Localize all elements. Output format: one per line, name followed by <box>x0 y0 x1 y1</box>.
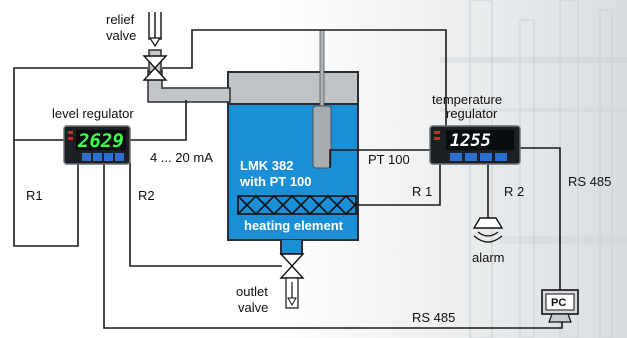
label-rs485-bottom: RS 485 <box>412 310 455 325</box>
wire-rs485-right <box>520 147 561 290</box>
pc-monitor-icon <box>541 289 579 323</box>
wire-pt100 <box>329 149 430 168</box>
level-display-value: 2629 <box>77 130 124 152</box>
wire-4-20 <box>128 100 187 141</box>
label-pc: PC <box>551 297 566 309</box>
label-r1-left: R1 <box>26 188 43 203</box>
wire-r1-left <box>13 140 79 247</box>
wire-r2-left <box>129 162 282 267</box>
level-regulator-device <box>63 125 131 165</box>
label-relief-valve: valve <box>106 28 136 43</box>
label-rs485-right: RS 485 <box>568 174 611 189</box>
wire-relief-to-temp <box>162 29 447 128</box>
wire-relief-to-level <box>13 67 148 141</box>
wiring <box>13 29 563 329</box>
label-sensor-name: LMK 382 <box>240 158 293 173</box>
wire-rs485-bottom <box>103 162 563 329</box>
heating-element <box>237 194 357 216</box>
label-outlet-valve: valve <box>238 300 268 315</box>
label-level-regulator: level regulator <box>52 106 134 121</box>
temperature-regulator-device <box>429 125 521 165</box>
outlet-valve-icon <box>279 253 305 309</box>
label-r1-right: R 1 <box>412 184 432 199</box>
label-4-20-ma: 4 ... 20 mA <box>150 150 213 165</box>
alarm-horn-icon <box>472 217 504 243</box>
level-sensor-probe <box>312 29 332 169</box>
wire-heating-r1 <box>356 162 441 206</box>
background-pipes <box>440 0 627 338</box>
label-pt100: PT 100 <box>368 152 410 167</box>
relief-valve-icon <box>142 12 168 81</box>
label-heating-element: heating element <box>244 218 344 233</box>
label-outlet: outlet <box>236 284 268 299</box>
label-temperature: temperature <box>432 92 502 107</box>
label-r2-right: R 2 <box>504 184 524 199</box>
label-sensor-sub: with PT 100 <box>239 174 312 189</box>
temp-display-value: 1255 <box>450 131 491 151</box>
label-relief: relief <box>106 12 135 27</box>
label-r2-left: R2 <box>138 188 155 203</box>
label-temp-regulator: regulator <box>446 106 498 121</box>
label-alarm: alarm <box>472 250 505 265</box>
